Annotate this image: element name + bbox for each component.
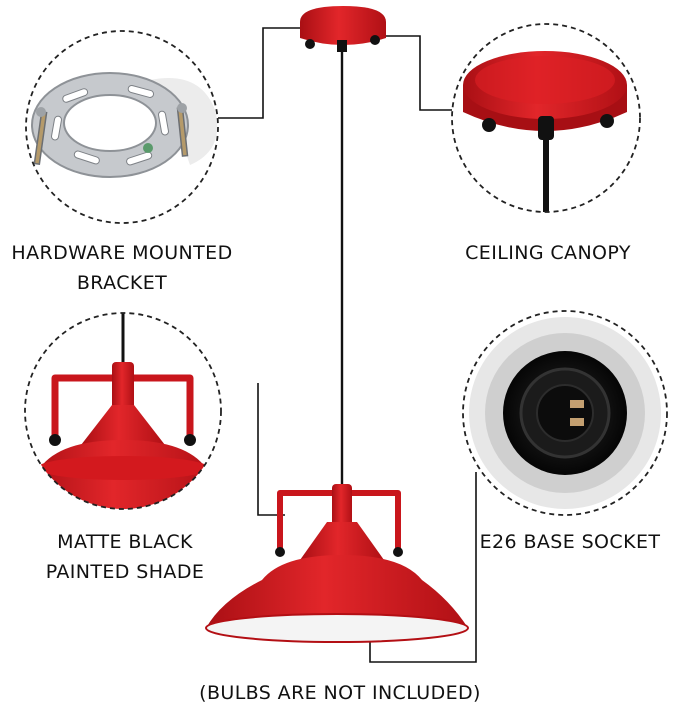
label-ceiling-canopy: CEILING CANOPY	[448, 238, 648, 268]
label-line: (BULBS ARE NOT INCLUDED)	[199, 682, 481, 704]
label-line: PAINTED SHADE	[45, 561, 205, 583]
label-line: BRACKET	[76, 272, 168, 294]
callout-lines	[218, 27, 477, 663]
label-line: MATTE BLACK	[57, 531, 193, 553]
label-bulbs-note: (BULBS ARE NOT INCLUDED)	[150, 678, 530, 708]
label-line: CEILING CANOPY	[465, 242, 631, 264]
label-shade: MATTE BLACK PAINTED SHADE	[20, 527, 230, 587]
canopy	[300, 6, 386, 45]
label-hardware-bracket: HARDWARE MOUNTED BRACKET	[0, 238, 244, 298]
ceiling-canopy-circle	[451, 23, 641, 213]
label-socket: E26 BASE SOCKET	[470, 527, 670, 557]
label-line: E26 BASE SOCKET	[479, 531, 661, 553]
hardware-bracket-circle	[25, 30, 219, 224]
socket-circle	[462, 310, 668, 516]
shade	[206, 555, 468, 628]
pendant-lamp	[205, 6, 469, 643]
label-line: HARDWARE MOUNTED	[11, 242, 233, 264]
shade-detail-circle	[24, 312, 222, 510]
